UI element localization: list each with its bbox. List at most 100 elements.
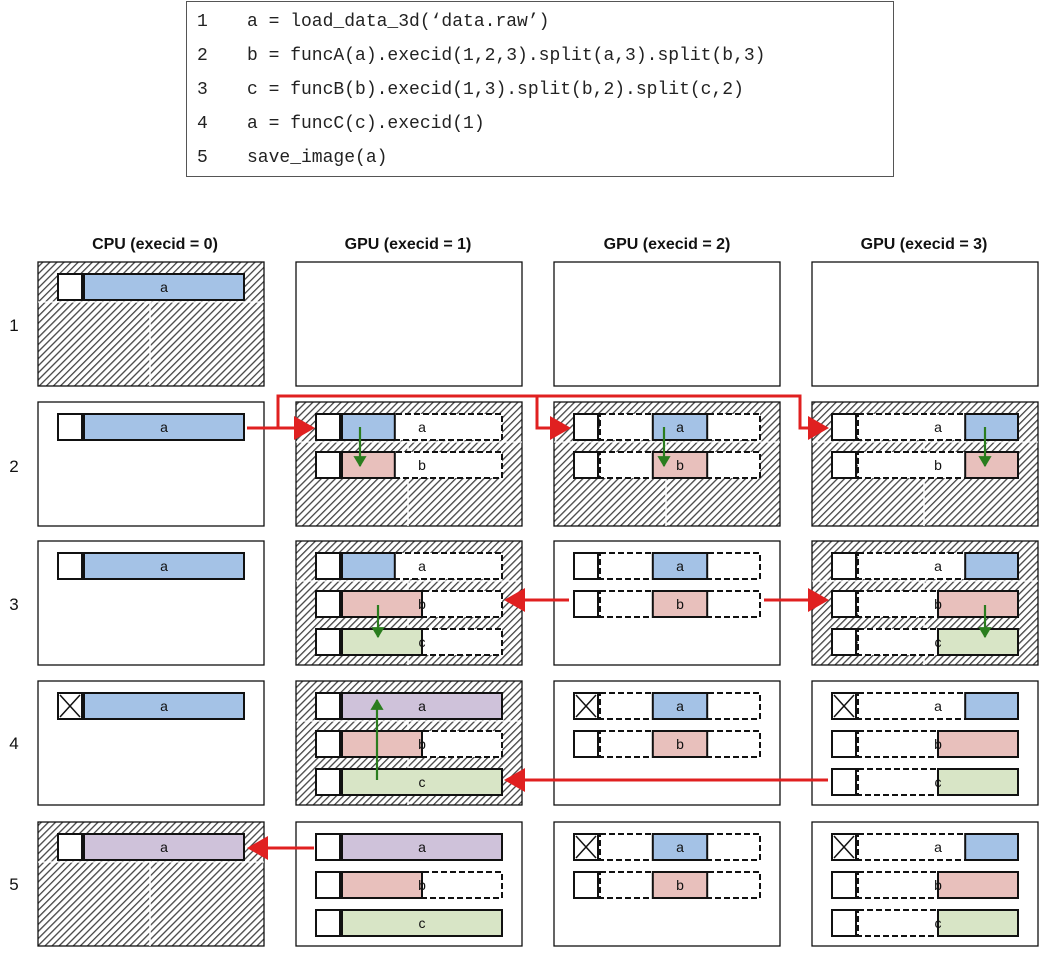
buffer-header-square — [315, 590, 341, 618]
device-cell: abc — [811, 821, 1039, 947]
buffer-header-square — [315, 871, 341, 899]
buffer-segment — [651, 413, 709, 441]
device-cell: ab — [553, 401, 781, 527]
buffer-label: b — [934, 736, 942, 752]
row-label-1: 1 — [9, 316, 18, 335]
buffer-label: a — [676, 698, 684, 714]
buffer-segment — [651, 692, 709, 720]
buffer-label: a — [676, 419, 684, 435]
buffer-label: a — [934, 419, 942, 435]
buffer-header-square — [315, 628, 341, 656]
buffer-a: a — [831, 692, 1020, 720]
buffer-label: b — [934, 877, 942, 893]
device-cell: a — [37, 680, 265, 806]
device-cell: ab — [553, 821, 781, 947]
device-cell: a — [37, 821, 265, 947]
buffer-a: a — [831, 552, 1020, 580]
device-cell — [295, 261, 523, 387]
line-number: 4 — [197, 114, 208, 134]
buffer-b: b — [315, 451, 503, 479]
buffer-header-square — [315, 833, 341, 861]
buffer-label: b — [934, 457, 942, 473]
buffer-label: a — [418, 698, 426, 714]
device-cell: ab — [811, 401, 1039, 527]
row-label-2: 2 — [9, 457, 18, 476]
buffer-segment — [937, 590, 1019, 618]
buffer-header-square — [831, 451, 857, 479]
buffer-label: b — [676, 457, 684, 473]
buffer-segment — [341, 590, 423, 618]
buffer-label: a — [418, 419, 426, 435]
buffer-b: b — [831, 730, 1019, 758]
buffer-c: c — [315, 768, 503, 796]
buffer-label: a — [676, 558, 684, 574]
buffer-b: b — [573, 871, 761, 899]
buffer-segment — [83, 692, 245, 720]
buffer-label: c — [935, 634, 942, 650]
buffer-label: b — [934, 596, 942, 612]
buffer-a: a — [57, 692, 245, 720]
buffer-segment — [341, 692, 503, 720]
buffer-label: a — [418, 558, 426, 574]
buffer-header-square — [573, 413, 599, 441]
buffer-label: c — [419, 634, 426, 650]
buffer-segment — [341, 909, 503, 937]
line-number: 1 — [197, 12, 208, 32]
buffer-a: a — [315, 552, 503, 580]
buffer-segment — [651, 552, 709, 580]
code-text: a = funcC(c).execid(1) — [247, 114, 485, 134]
buffer-segment — [964, 413, 1020, 441]
buffer-label: c — [419, 774, 426, 790]
buffer-a: a — [831, 413, 1020, 441]
buffer-segment — [341, 413, 396, 441]
buffer-segment — [937, 768, 1019, 796]
invalid-mark — [575, 694, 597, 718]
buffer-header-square — [315, 768, 341, 796]
buffer-a: a — [573, 833, 761, 861]
row-label-3: 3 — [9, 595, 18, 614]
transfer-arrow — [535, 396, 571, 440]
device-cell — [811, 261, 1039, 387]
buffer-c: c — [831, 909, 1019, 937]
buffer-segment — [83, 273, 245, 301]
buffer-header-square — [831, 590, 857, 618]
device-cell: ab — [553, 540, 781, 666]
device-cell — [553, 261, 781, 387]
buffer-segment — [964, 833, 1020, 861]
buffer-label: b — [418, 736, 426, 752]
buffer-label: b — [676, 736, 684, 752]
buffer-header-square — [573, 871, 599, 899]
buffer-header-square — [831, 871, 857, 899]
buffer-a: a — [315, 692, 503, 720]
buffer-header-square — [315, 909, 341, 937]
buffer-segment — [651, 590, 709, 618]
buffer-label: a — [160, 698, 168, 714]
buffer-segment — [937, 730, 1019, 758]
code-text: b = funcA(a).execid(1,2,3).split(a,3).sp… — [247, 46, 766, 66]
buffer-label: b — [418, 457, 426, 473]
buffer-header-square — [831, 628, 857, 656]
device-cell: a — [37, 401, 265, 527]
device-cell: a — [37, 540, 265, 666]
buffer-b: b — [315, 730, 503, 758]
buffer-segment — [964, 552, 1020, 580]
buffer-header-square — [831, 909, 857, 937]
buffer-header-square — [573, 451, 599, 479]
buffer-segment — [651, 833, 709, 861]
device-frame — [553, 261, 781, 387]
buffer-label: a — [160, 839, 168, 855]
buffer-segment — [651, 871, 709, 899]
buffer-label: c — [935, 915, 942, 931]
buffer-a: a — [573, 552, 761, 580]
buffer-segment — [964, 692, 1020, 720]
buffer-label: a — [418, 839, 426, 855]
device-cell: ab — [553, 680, 781, 806]
buffer-b: b — [831, 451, 1020, 479]
column-header-cpu: CPU (execid = 0) — [92, 236, 218, 253]
buffer-segment — [341, 628, 423, 656]
code-text: a = load_data_3d(‘data.raw’) — [247, 12, 550, 32]
buffer-label: c — [419, 915, 426, 931]
buffer-a: a — [57, 413, 245, 441]
buffer-a: a — [57, 552, 245, 580]
